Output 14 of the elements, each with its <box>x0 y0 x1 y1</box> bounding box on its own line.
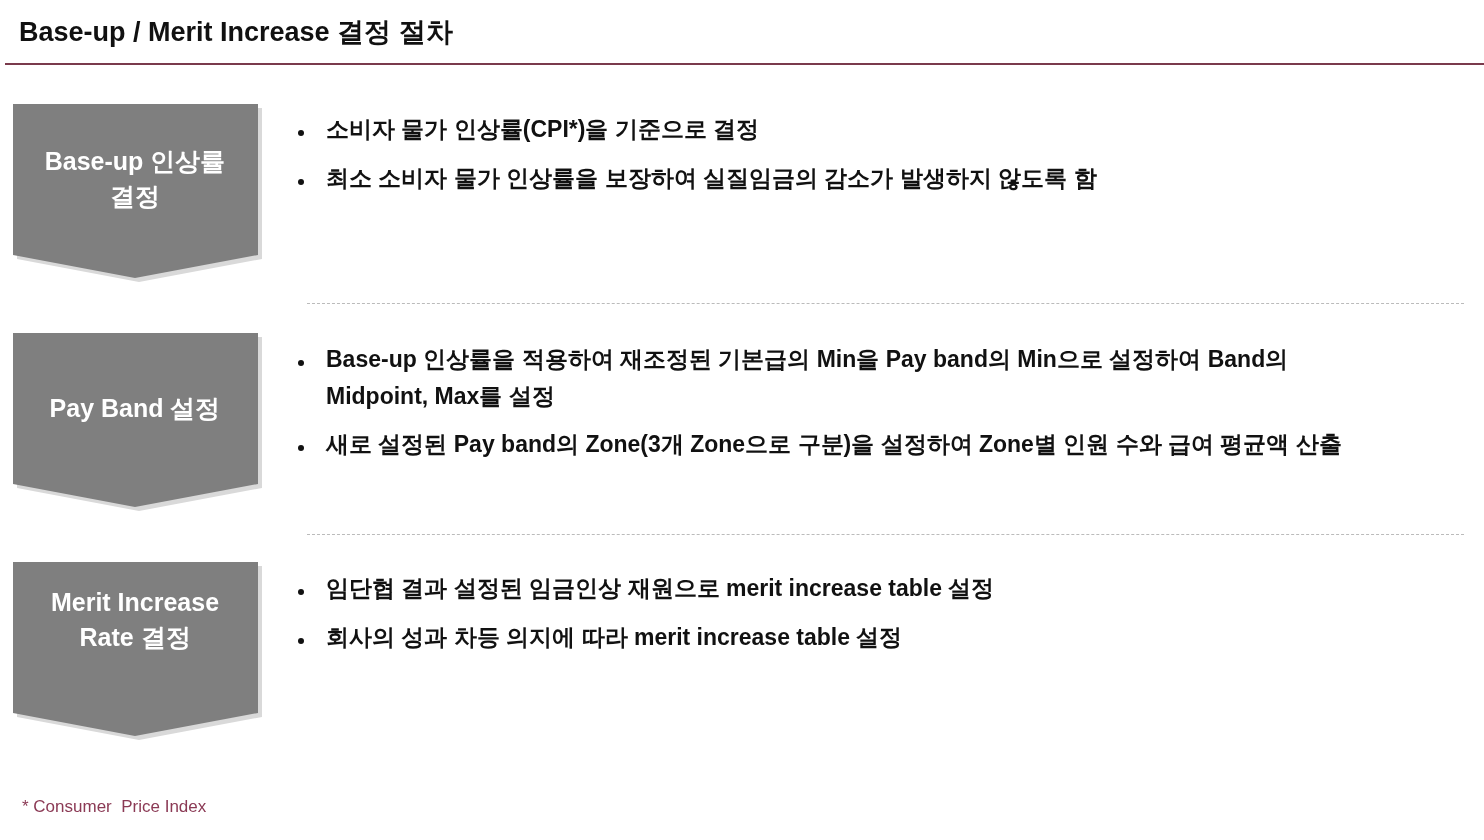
page-title: Base-up / Merit Increase 결정 절차 <box>19 16 453 49</box>
bullet-text: 새로 설정된 Pay band의 Zone(3개 Zone으로 구분)을 설정하여 Zone별 인원 수와 급여 평균액 산출 <box>326 430 1343 459</box>
box-label: Merit Increase Rate 결정 <box>49 586 221 653</box>
bullet-text: 소비자 물가 인상률(CPI*)을 기준으로 결정 <box>326 115 761 144</box>
chevron-box <box>13 104 265 284</box>
bullet-text: 회사의 성과 차등 의지에 따라 merit increase table 설정 <box>326 623 904 652</box>
footnote: * Consumer Price Index <box>22 797 207 817</box>
chevron-box <box>13 333 265 513</box>
box-label: Pay Band 설정 <box>48 392 222 424</box>
bullet-text: 임단협 결과 설정된 임금인상 재원으로 merit increase table 설정 <box>326 574 996 603</box>
bullet-text: Base-up 인상률을 적용하여 재조정된 기본급의 Min을 Pay band의 Min으로 설정하여 Band의 Midpoint, Max를 설정 <box>326 345 1290 411</box>
bullet-text: 최소 소비자 물가 인상률을 보장하여 실질임금의 감소가 발생하지 않도록 함 <box>326 164 1098 193</box>
chevron-box <box>13 562 265 742</box>
box-label: Base-up 인상률 결정 <box>43 146 227 212</box>
